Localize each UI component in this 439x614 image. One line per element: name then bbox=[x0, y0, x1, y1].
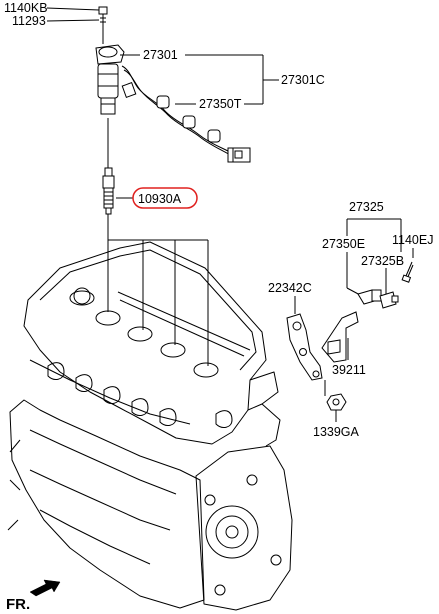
ignition-coil bbox=[95, 44, 125, 115]
sensor-27325b-part bbox=[379, 291, 399, 309]
label-fr: FR. bbox=[6, 596, 30, 613]
label-10930a: 10930A bbox=[138, 192, 182, 206]
top-bolt bbox=[98, 6, 108, 44]
label-27301: 27301 bbox=[143, 48, 178, 62]
bracket-22342c bbox=[286, 313, 323, 381]
label-27301c: 27301C bbox=[281, 73, 325, 87]
label-1140ej: 1140EJ bbox=[392, 233, 433, 247]
highlight-ring bbox=[132, 187, 198, 209]
engine-block bbox=[7, 241, 293, 611]
label-11293: 11293 bbox=[12, 14, 46, 28]
label-27325: 27325 bbox=[349, 200, 384, 214]
label-27350t: 27350T bbox=[199, 97, 242, 111]
label-22342c: 22342C bbox=[268, 281, 312, 295]
front-direction-arrow-icon bbox=[29, 579, 61, 597]
label-1339ga: 1339GA bbox=[313, 425, 360, 439]
label-27350e: 27350E bbox=[322, 237, 365, 251]
cam-sensor bbox=[357, 289, 382, 305]
spark-plug bbox=[102, 118, 115, 215]
label-27325b: 27325B bbox=[361, 254, 404, 268]
bracket-39211 bbox=[321, 311, 359, 363]
label-39211: 39211 bbox=[332, 363, 366, 377]
label-1140kb: 1140KB bbox=[4, 1, 48, 15]
bolt-1140ej bbox=[401, 261, 414, 283]
nut-1339ga bbox=[326, 393, 347, 411]
wiring-harness bbox=[121, 65, 251, 163]
spark-plug-leaders bbox=[107, 214, 209, 366]
